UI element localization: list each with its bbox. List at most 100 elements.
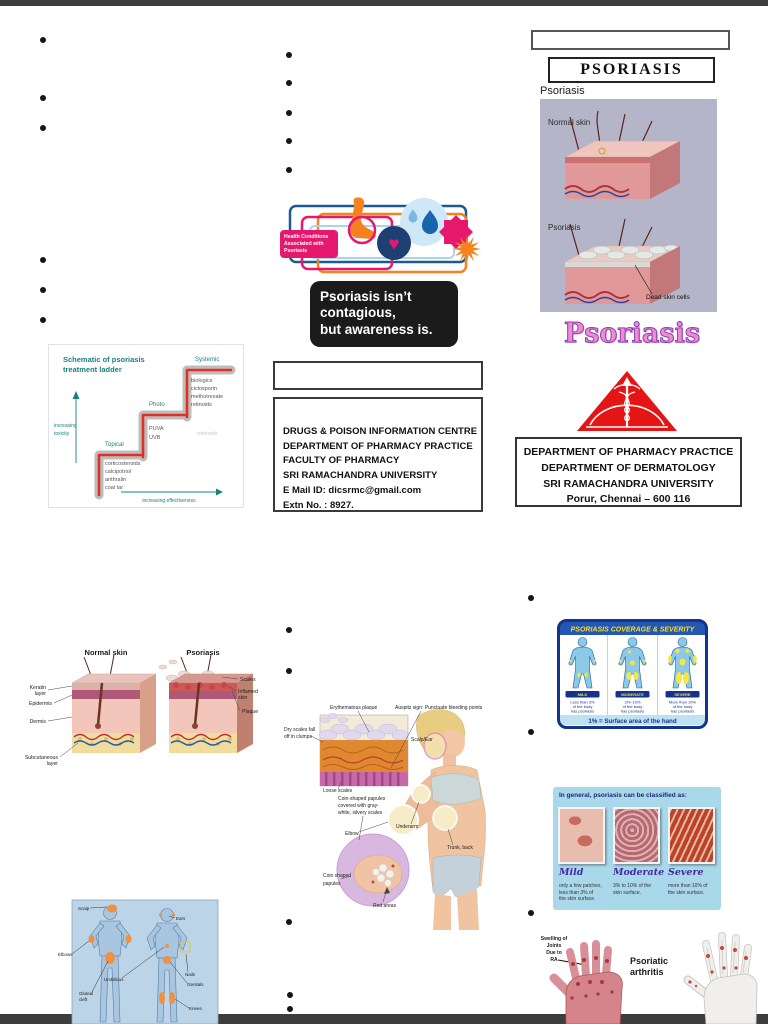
svg-text:increasing effectiveness: increasing effectiveness xyxy=(142,498,196,504)
foot-icon xyxy=(350,197,376,239)
bullet xyxy=(287,992,293,998)
svg-text:Psoriasis: Psoriasis xyxy=(284,248,307,254)
svg-text:Genitals: Genitals xyxy=(187,982,204,987)
contact-line: E Mail ID: dicsrmc@gmail.com xyxy=(283,484,422,496)
svg-text:Scales: Scales xyxy=(240,677,256,683)
svg-text:Dry scales fall: Dry scales fall xyxy=(284,727,315,733)
bullet xyxy=(40,317,46,323)
classification-header: In general, psoriasis can be classified … xyxy=(559,792,687,799)
arrow-icon xyxy=(384,887,390,894)
svg-text:Coin-shaped papules: Coin-shaped papules xyxy=(338,796,386,802)
bullet xyxy=(528,729,534,735)
woman-figure xyxy=(387,709,486,930)
psoriasis-skin-block: Dead skin cells xyxy=(564,218,690,304)
health-conditions-label: Health Conditions xyxy=(284,234,328,240)
coverage-severity-chart: PSORIASIS COVERAGE & SEVERITY MILD Less … xyxy=(557,619,708,729)
svg-text:Nails: Nails xyxy=(185,972,196,977)
coin-papules-inset xyxy=(336,833,410,907)
bullet xyxy=(286,52,292,58)
decorative-psoriasis-title: Psoriasis xyxy=(563,318,701,350)
svg-text:MODERATE: MODERATE xyxy=(621,692,644,697)
svg-text:has psoriasis: has psoriasis xyxy=(621,709,644,714)
treatment-ladder-panel: Schematic of psoriasis treatment ladder … xyxy=(48,344,244,508)
svg-text:Trunk, back: Trunk, back xyxy=(447,845,473,851)
svg-text:Red areas: Red areas xyxy=(373,903,397,909)
svg-text:Scalp/Ear: Scalp/Ear xyxy=(411,737,433,743)
psoriatic-arthritis-hand-image: Psoriatic arthritis xyxy=(630,932,758,1024)
svg-text:coal tar: coal tar xyxy=(105,485,123,491)
contact-line: Extn No. : 8927. xyxy=(283,499,354,511)
svg-text:Scalp: Scalp xyxy=(78,906,90,911)
dead-skin-cells-label: Dead skin cells xyxy=(646,294,690,301)
viewer-top-bar xyxy=(0,0,768,6)
svg-text:Subcutaneous: Subcutaneous xyxy=(25,755,59,761)
svg-text:Erythematous plaque: Erythematous plaque xyxy=(330,705,377,711)
classification-box: In general, psoriasis can be classified … xyxy=(553,787,721,910)
svg-text:arthritis: arthritis xyxy=(630,967,664,977)
svg-text:white, silvery scales: white, silvery scales xyxy=(338,810,383,816)
plaque-closeup xyxy=(318,713,409,787)
contact-info-box: DRUGS & POISON INFORMATION CENTRE DEPART… xyxy=(273,397,483,512)
svg-text:increasing: increasing xyxy=(54,423,77,429)
bullet xyxy=(40,257,46,263)
bullet xyxy=(286,627,292,633)
svg-text:3%–10%: 3%–10% xyxy=(624,700,640,705)
contact-line: SRI RAMACHANDRA UNIVERSITY xyxy=(283,470,438,482)
svg-text:of the body: of the body xyxy=(673,704,693,709)
bullet xyxy=(286,668,292,674)
awareness-quote-box: Psoriasis isn’t contagious, but awarenes… xyxy=(310,281,458,347)
svg-text:Less than 3%: Less than 3% xyxy=(570,700,595,705)
svg-text:has psoriasis: has psoriasis xyxy=(571,709,594,714)
svg-text:Plaque: Plaque xyxy=(242,709,258,715)
coverage-title: PSORIASIS COVERAGE & SEVERITY xyxy=(571,627,696,634)
coverage-moderate-column: MODERATE 3%–10% of the body has psoriasi… xyxy=(615,637,650,714)
svg-text:Psoriatic: Psoriatic xyxy=(630,956,668,966)
psoriasis-skin-label: Psoriasis xyxy=(548,223,580,232)
svg-text:Knees: Knees xyxy=(189,1006,203,1011)
svg-text:layer: layer xyxy=(35,691,47,697)
svg-text:calcipotriol: calcipotriol xyxy=(105,469,131,475)
bullet xyxy=(40,125,46,131)
symptoms-illustration: Erythematous plaque Auspitz sign: Punctu… xyxy=(284,705,486,930)
svg-text:retinoids: retinoids xyxy=(191,402,212,408)
svg-text:SEVERE: SEVERE xyxy=(674,692,691,697)
health-conditions-graphic: ♥ Health Conditions Associated with Psor… xyxy=(280,197,481,274)
svg-text:Coin shaped: Coin shaped xyxy=(323,873,351,879)
bullet xyxy=(40,95,46,101)
mild-name: Mild xyxy=(559,867,584,878)
front-title: PSORIASIS xyxy=(580,61,683,78)
svg-text:biologics: biologics xyxy=(191,378,213,384)
svg-text:anthralin: anthralin xyxy=(105,477,126,483)
svg-text:skin: skin xyxy=(238,695,247,701)
svg-text:Systemic: Systemic xyxy=(195,357,219,363)
psoriasis-body-map-image: Scalp Ears Elbows Umbilicus Nails Genita… xyxy=(58,899,219,1024)
bullet xyxy=(286,110,292,116)
svg-text:ciclosporin: ciclosporin xyxy=(191,386,217,392)
front-title-box: PSORIASIS xyxy=(548,57,715,83)
contact-line: DEPARTMENT OF PHARMACY PRACTICE xyxy=(283,440,473,452)
svg-text:Loose scales: Loose scales xyxy=(323,788,353,794)
department-address-box: DEPARTMENT OF PHARMACY PRACTICE DEPARTME… xyxy=(515,437,742,507)
bullet xyxy=(528,910,534,916)
normal-skin-section xyxy=(71,654,157,753)
svg-text:cleft: cleft xyxy=(79,997,88,1002)
svg-text:corticosteroids: corticosteroids xyxy=(105,461,141,467)
svg-text:Elbow: Elbow xyxy=(345,831,359,837)
svg-text:Normal skin: Normal skin xyxy=(85,648,128,657)
bullet xyxy=(287,1006,293,1012)
svg-text:Underarm: Underarm xyxy=(396,824,418,830)
front-header-box xyxy=(531,30,730,50)
svg-text:Psoriasis: Psoriasis xyxy=(186,648,219,657)
coverage-footer: 1% = Surface area of the hand xyxy=(588,718,676,725)
ra-hand-image: Swelling of Joints Due to RA xyxy=(541,936,623,1024)
address-line: DEPARTMENT OF DERMATOLOGY xyxy=(541,461,716,474)
contact-line: DRUGS & POISON INFORMATION CENTRE xyxy=(283,426,478,437)
moderate-name: Moderate xyxy=(613,867,665,878)
svg-text:Associated with: Associated with xyxy=(284,241,324,247)
svg-text:Joints: Joints xyxy=(547,943,562,949)
svg-text:Keratin: Keratin xyxy=(30,685,47,691)
address-line: Porur, Chennai – 600 116 xyxy=(566,493,691,506)
